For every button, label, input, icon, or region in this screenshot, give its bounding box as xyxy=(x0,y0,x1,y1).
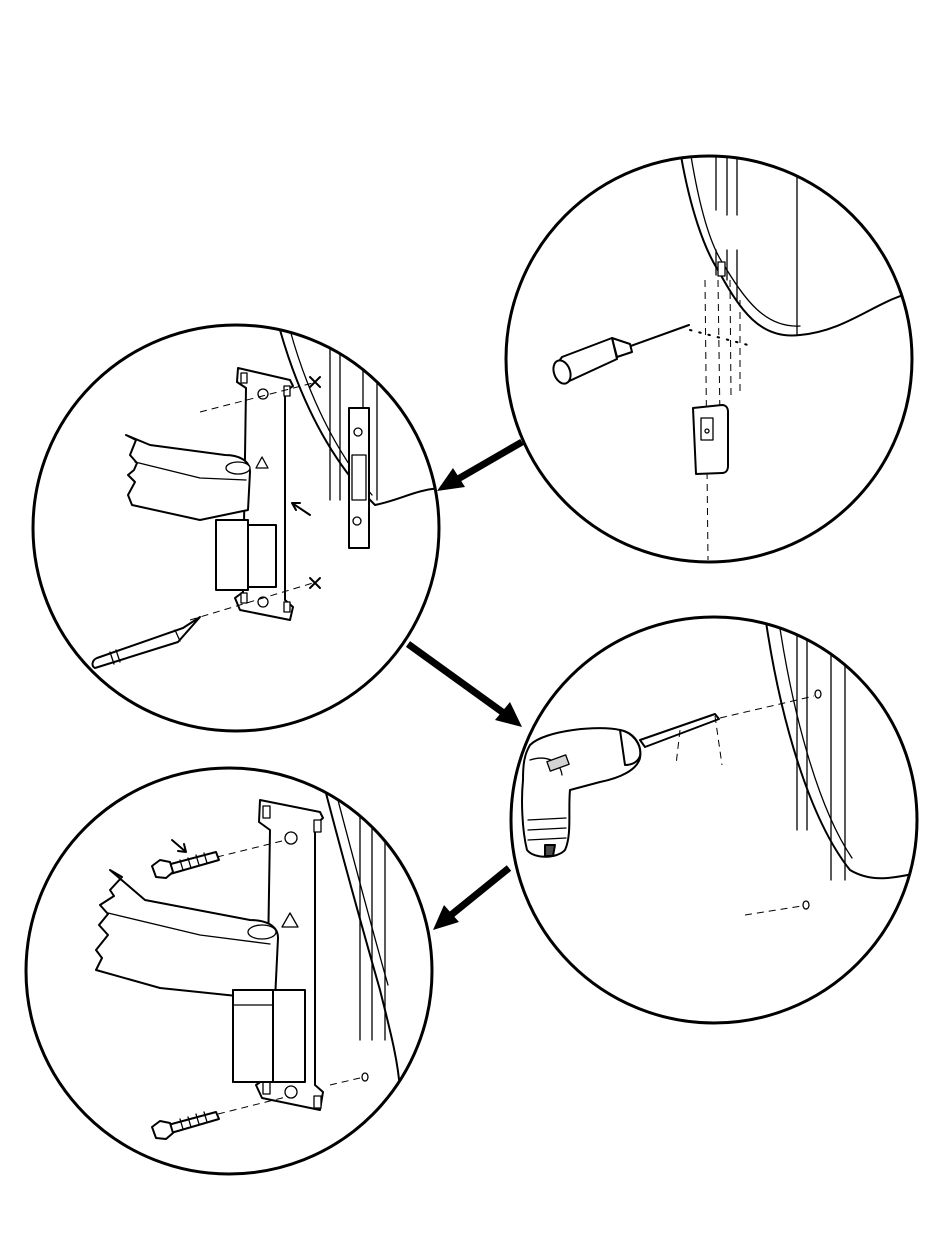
panel-fasten-hinge-plate xyxy=(26,768,432,1174)
door-edge-plate xyxy=(693,405,728,474)
panel-3-border xyxy=(511,617,917,1023)
panel-mark-hole-location xyxy=(506,150,920,562)
panel-position-hinge-and-mark xyxy=(33,325,440,731)
door-edge-plate xyxy=(349,408,369,548)
arrow-panel1-to-panel2 xyxy=(437,442,522,491)
arrow-panel2-to-panel3 xyxy=(408,644,522,727)
panel-drill-pilot-holes xyxy=(511,615,930,1023)
arrow-panel3-to-panel4 xyxy=(433,868,509,930)
